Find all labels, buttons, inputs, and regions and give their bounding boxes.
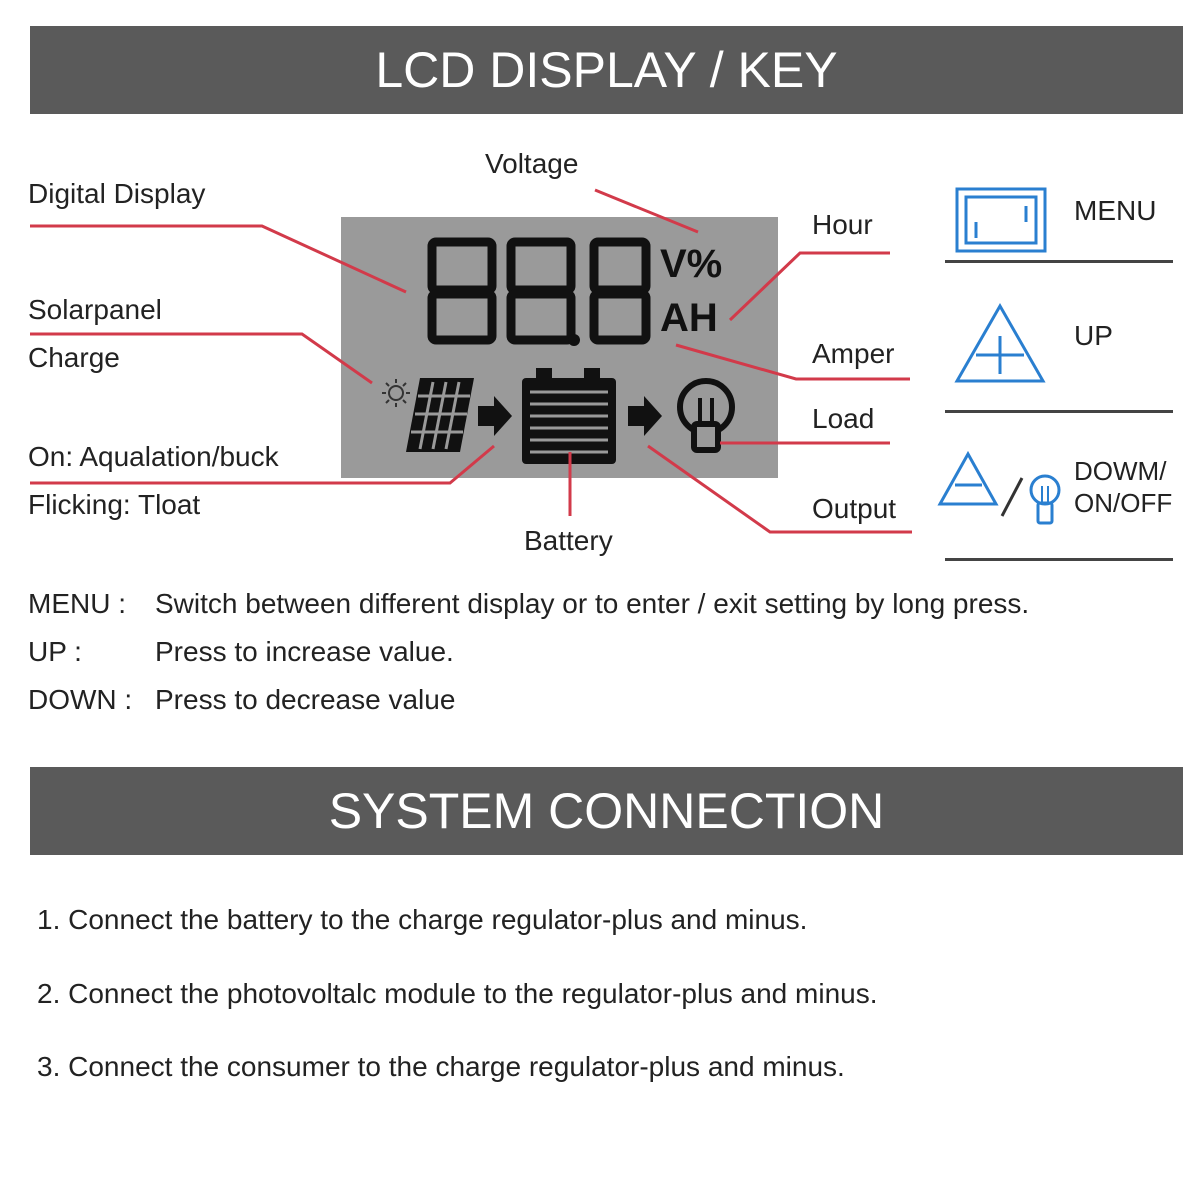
desc-up-text: Press to increase value. <box>155 636 454 667</box>
sun-icon <box>382 379 410 407</box>
label-load: Load <box>812 403 875 434</box>
label-battery: Battery <box>524 525 613 556</box>
digit-2 <box>506 237 576 345</box>
label-voltage: Voltage <box>485 148 579 179</box>
digit-1 <box>427 237 497 345</box>
label-hour: Hour <box>812 209 873 240</box>
lcd-display-key-banner: LCD DISPLAY / KEY <box>30 26 1183 114</box>
connection-step-1: 1. Connect the battery to the charge reg… <box>37 904 808 935</box>
label-solarpanel: Solarpanel <box>28 294 162 325</box>
units-ah: AH <box>660 296 718 340</box>
up-key-icon <box>954 302 1046 383</box>
key-divider-3 <box>945 558 1173 561</box>
key-divider-1 <box>945 260 1173 263</box>
down-key-icon <box>937 450 1061 525</box>
load-bulb-icon <box>677 378 735 453</box>
label-flicking-mode: Flicking: Tloat <box>28 489 201 520</box>
menu-key-icon <box>955 187 1047 253</box>
system-section-title: SYSTEM CONNECTION <box>328 783 885 839</box>
label-charge: Charge <box>28 342 120 373</box>
label-on-mode: On: Aqualation/buck <box>28 441 279 472</box>
label-output: Output <box>812 493 897 524</box>
system-connection-banner: SYSTEM CONNECTION <box>30 767 1183 855</box>
digit-3 <box>589 237 651 345</box>
key-divider-2 <box>945 410 1173 413</box>
lcd-section-title: LCD DISPLAY / KEY <box>375 42 838 98</box>
label-amper: Amper <box>812 338 895 369</box>
battery-icon <box>522 368 616 464</box>
units-v-percent: V% <box>660 242 723 286</box>
down-key-label-line1: DOWM/ <box>1074 456 1167 486</box>
desc-down-key: DOWN : <box>28 684 133 715</box>
arrow-right-icon-2 <box>628 396 662 436</box>
desc-menu-key: MENU : <box>28 588 126 619</box>
solar-panel-icon <box>406 378 474 452</box>
desc-menu-text: Switch between different display or to e… <box>155 588 1030 619</box>
lcd-diagram <box>30 187 1061 534</box>
desc-up-key: UP : <box>28 636 82 667</box>
label-digital-display: Digital Display <box>28 178 206 209</box>
down-key-label-line2: ON/OFF <box>1074 488 1173 518</box>
decimal-point <box>568 334 580 346</box>
menu-key-label: MENU <box>1074 195 1157 226</box>
desc-down-text: Press to decrease value <box>155 684 456 715</box>
up-key-label: UP <box>1074 320 1113 351</box>
connection-step-2: 2. Connect the photovoltalc module to th… <box>37 978 878 1009</box>
connection-step-3: 3. Connect the consumer to the charge re… <box>37 1051 845 1082</box>
seven-segment-digits <box>427 237 651 345</box>
arrow-right-icon <box>478 396 512 436</box>
leader-lines <box>30 188 912 534</box>
